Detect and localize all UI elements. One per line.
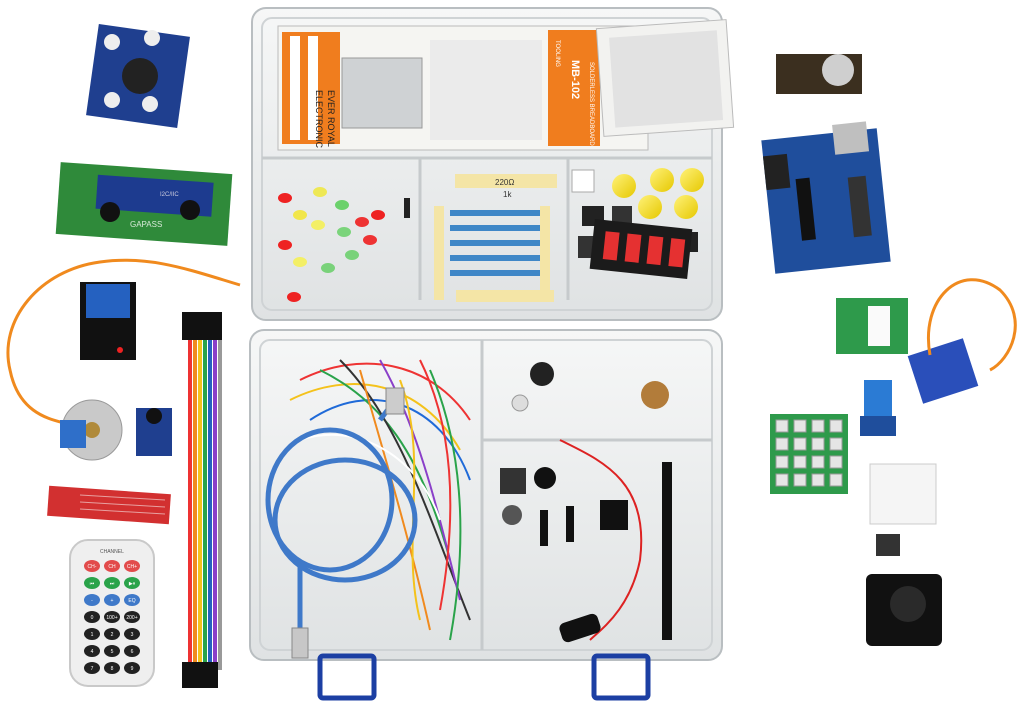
remote-button-label: 100+ [106,615,117,621]
arduino-uno-board [761,121,891,274]
keypad-key [811,455,825,469]
keypad-key-grid [775,419,843,487]
remote-button-label: CH- [88,564,97,570]
keypad-key [793,437,807,451]
remote-button [124,560,140,572]
remote-button [104,662,120,674]
remote-button [104,628,120,640]
small-button-module [876,534,900,556]
sensor-wire [6,258,241,427]
remote-button [104,560,120,572]
joystick-module [866,574,942,646]
remote-button-label: 1 [91,632,94,638]
stepper-motor [60,399,123,461]
remote-button-label: CH+ [127,564,137,570]
push-buttons-and-display [571,168,704,279]
resistor-pack: 220Ω 1k [434,174,557,302]
remote-button [104,577,120,589]
remote-button-label: CH [108,564,116,570]
remote-button-label: 0 [91,615,94,621]
remote-button-label: - [91,598,93,604]
sound-sensor-module [136,408,172,456]
remote-button [124,645,140,657]
keypad-key [775,419,789,433]
remote-button-label: ▶⏸ [129,581,136,587]
remote-button [124,594,140,606]
keypad-key [811,473,825,487]
breadboard-package: EVER ROYAL ELECTRONIC MB-102 SOLDERLESS … [277,19,735,151]
remote-button [104,645,120,657]
remote-label: CHANNEL [100,549,124,555]
remote-button-label: 4 [91,649,94,655]
remote-button [84,628,100,640]
remote-button [104,611,120,623]
color-sensor-module [86,24,190,128]
remote-button-label: 9 [131,666,134,672]
keypad-key [829,437,843,451]
servo-motor [907,278,1017,404]
remote-button-label: 7 [91,666,94,672]
remote-button [84,560,100,572]
remote-button [84,611,100,623]
lcd-text2: I2C/IIC [160,192,179,198]
case-base [249,329,723,661]
remote-button [124,611,140,623]
lcd-module: GAPASS I2C/IIC [55,162,233,246]
led-matrix [869,463,937,525]
stepper-driver-module [836,298,908,354]
brand-line2: ELECTRONIC [314,90,324,149]
keypad-key [829,419,843,433]
remote-button [84,662,100,674]
side-text: SOLDERLESS BREADBOARD [588,62,594,146]
led-assortment [278,187,410,302]
case-latches [317,653,651,701]
keypad-key [829,455,843,469]
remote-button-label: 6 [131,649,134,655]
water-sensor-module [47,485,171,525]
remote-button-label: 3 [131,632,134,638]
ribbon-cable [182,312,222,688]
remote-button-label: 5 [111,649,114,655]
remote-button [84,577,100,589]
dht11-sensor [860,380,896,436]
keypad-key [793,473,807,487]
remote-button-label: 200+ [126,615,137,621]
lcd-text: GAPASS [130,220,162,229]
keypad-key [775,473,789,487]
remote-button [84,645,100,657]
keypad-key [793,419,807,433]
keypad-key [811,437,825,451]
keypad-key [775,437,789,451]
remote-button [104,594,120,606]
remote-button-label: + [111,598,114,604]
remote-button [124,628,140,640]
resistor-label-2: 1k [503,190,512,199]
model-label: MB-102 [569,60,581,99]
usb-cable [265,387,418,659]
remote-button-label: ⏭ [110,581,115,587]
remote-button-label: 8 [111,666,114,672]
side-text2: TOOLING [554,40,560,67]
relay-module [80,282,136,360]
remote-button-label: ⏮ [90,581,95,587]
remote-button [84,594,100,606]
keypad-key [829,473,843,487]
brand-line1: EVER ROYAL [326,90,336,147]
remote-button-grid: CH- CH CH+ ⏮ ⏭ ▶⏸ - + EQ 0 100+ 200+ 1 2 3 4 5 6 7 8 9 [84,560,140,674]
remote-button [124,577,140,589]
remote-button-label: EQ [128,598,135,604]
resistor-label-1: 220Ω [495,178,514,187]
keypad-key [793,455,807,469]
base-components [500,362,672,643]
keypad-key [775,455,789,469]
rtc-module [776,54,862,94]
breadboard-holes [430,40,542,140]
remote-button-label: 2 [111,632,114,638]
keypad-key [811,419,825,433]
remote-button [124,662,140,674]
